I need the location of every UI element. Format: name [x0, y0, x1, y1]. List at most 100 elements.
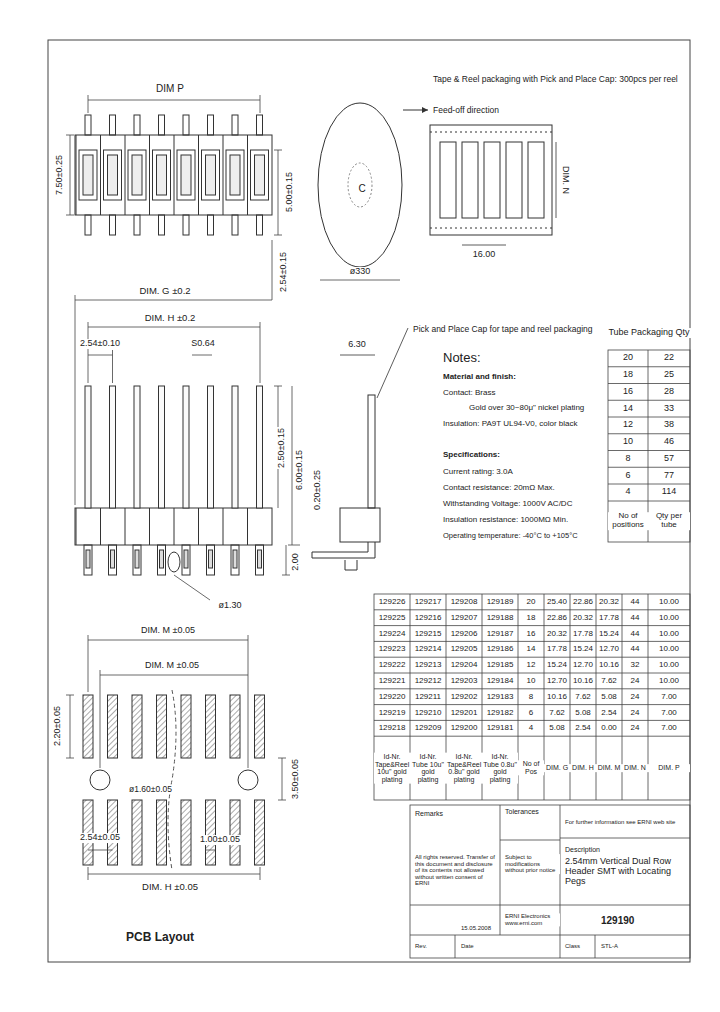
drawing-label: 2.54±0.15	[279, 251, 289, 293]
drawing-label: Feed-off direction	[432, 106, 500, 115]
drawing-label: 6	[624, 471, 631, 481]
drawing-label: 129188	[486, 613, 515, 622]
drawing-label: 10	[526, 676, 537, 685]
drawing-label: 5.00±0.15	[285, 171, 295, 213]
drawing-label: 2.54mm Vertical Dual Row Header SMT with…	[564, 857, 686, 887]
drawing-label: 14	[622, 404, 634, 414]
drawing-label: 10.00	[658, 597, 680, 606]
drawing-label: Class	[564, 943, 581, 950]
drawing-label: Contact resistance: 20mΩ Max.	[442, 484, 556, 493]
drawing-label: 6	[528, 708, 534, 717]
drawing-label: 57	[663, 454, 675, 464]
drawing-label: 129217	[414, 597, 443, 606]
drawing-label: 129204	[450, 661, 479, 670]
drawing-label: 2.00	[291, 552, 301, 572]
drawing-label: 44	[630, 613, 641, 622]
drawing-label: 3.50±0.05	[291, 758, 301, 800]
drawing-label: 25.40	[546, 597, 568, 606]
drawing-label: No of positions	[608, 512, 648, 530]
drawing-label: Remarks	[414, 810, 444, 818]
drawing-label: 15.05.2008	[460, 925, 492, 932]
drawing-label: 18	[526, 613, 537, 622]
drawing-label: 20.32	[572, 613, 594, 622]
drawing-label: 12	[622, 420, 634, 430]
drawing-label: Withstanding Voltage: 1000V AC/DC	[442, 500, 573, 509]
drawing-label: Contact: Brass	[442, 389, 496, 398]
drawing-label: 8	[624, 454, 631, 464]
drawing-label: 10	[622, 437, 634, 447]
drawing-label: 20.32	[598, 597, 620, 606]
drawing-label: 15.24	[598, 629, 620, 638]
drawing-label: 129219	[378, 708, 407, 717]
drawing-label: 129182	[486, 708, 515, 717]
drawing-label: Id-Nr. Tube 10u" gold plating	[410, 753, 446, 784]
drawing-label: 129209	[414, 724, 443, 733]
drawing-label: 10.00	[658, 645, 680, 654]
drawing-label: 129210	[414, 708, 443, 717]
drawing-label: Operating temperature: -40°C to +105°C	[442, 532, 579, 540]
drawing-label: DIM. H ±0.2	[144, 313, 197, 323]
drawing-label: 129202	[450, 692, 479, 701]
drawing-label: 25	[663, 370, 675, 380]
drawing-label: 32	[630, 661, 641, 670]
drawing-label: 129208	[450, 597, 479, 606]
drawing-label: 20.32	[546, 629, 568, 638]
drawing-label: DIM. N	[622, 764, 648, 772]
drawing-label: 5.08	[600, 692, 618, 701]
drawing-label: 114	[661, 487, 677, 497]
drawing-label: 7.00	[660, 692, 678, 701]
drawing-label: 7.62	[574, 692, 592, 701]
drawing-label: 2.20±0.05	[53, 705, 63, 747]
drawing-label: 129222	[378, 661, 407, 670]
drawing-label: Subject to modifications without prior n…	[504, 854, 560, 874]
drawing-label: 24	[630, 708, 641, 717]
drawing-label: 20	[526, 597, 537, 606]
drawing-label: 129216	[414, 613, 443, 622]
drawing-label: DIM. M ±0.05	[140, 626, 196, 636]
drawing-label: 2.54±0.10	[79, 339, 121, 349]
drawing-label: 129203	[450, 676, 479, 685]
drawing-label: DIM. M	[596, 764, 622, 772]
drawing-label: Id-Nr. Tape&Reel 10u" gold plating	[374, 753, 410, 784]
drawing-label: ø1.60±0.05	[128, 785, 173, 794]
drawing-label: 129226	[378, 597, 407, 606]
drawing-label: 24	[630, 692, 641, 701]
drawing-label: DIM. H ±0.05	[141, 882, 199, 892]
drawing-label: DIM. H	[570, 764, 596, 772]
drawing-label: 18	[622, 370, 634, 380]
drawing-label: 24	[630, 724, 641, 733]
drawing-label: 129206	[450, 629, 479, 638]
drawing-label: 129183	[486, 692, 515, 701]
drawing-label: PCB Layout	[125, 931, 195, 944]
drawing-label: 16.00	[472, 250, 497, 260]
drawing-label: 46	[663, 437, 675, 447]
drawing-label: ø330	[349, 267, 372, 277]
drawing-label: 129213	[414, 661, 443, 670]
drawing-label: 12.70	[546, 676, 568, 685]
drawing-label: 129214	[414, 645, 443, 654]
drawing-label: 16	[526, 629, 537, 638]
drawing-label: 17.78	[598, 613, 620, 622]
drawing-label: 7.00	[660, 724, 678, 733]
drawing-label: Tolerances	[504, 808, 540, 816]
drawing-label: Insulation: PA9T UL94-V0, color black	[442, 420, 578, 429]
drawing-label: 129205	[450, 645, 479, 654]
drawing-label: Description	[564, 846, 601, 854]
drawing-label: 10.00	[658, 629, 680, 638]
drawing-label: 44	[630, 629, 641, 638]
drawing-label: For further information see ERNI web sit…	[564, 819, 688, 826]
drawing-label: DIM. G	[544, 764, 570, 772]
drawing-label: 6.00±0.15	[295, 449, 305, 491]
drawing-label: 17.78	[546, 645, 568, 654]
drawing-label: 1.00±0.05	[199, 835, 241, 845]
drawing-label: 2.50±0.15	[277, 427, 287, 469]
drawing-label: 129211	[414, 692, 442, 701]
drawing-label: Id-Nr. Tape&Reel 0.8u" gold plating	[446, 753, 482, 784]
drawing-label: 10.00	[658, 613, 680, 622]
drawing-label: 12.70	[598, 645, 620, 654]
drawing-label: 10.16	[546, 692, 568, 701]
drawing-label: ERNI Electronics www.erni.com	[504, 913, 560, 926]
drawing-label: DIM. G ±0.2	[138, 286, 191, 296]
drawing-label: 12	[526, 661, 537, 670]
